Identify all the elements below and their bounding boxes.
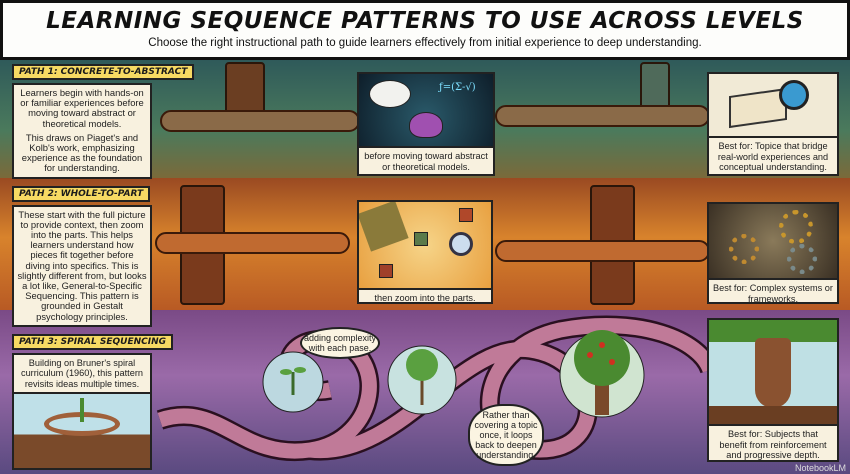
path-2-best-for-card: Best for: Complex systems or frameworks. <box>707 202 839 304</box>
path-1-paragraph: This draws on Piaget's and Kolb's work, … <box>21 131 143 174</box>
tree-canopy <box>709 320 837 342</box>
path-1-paragraph: Learners begin with hands-on or familiar… <box>20 87 144 129</box>
path-1-best-for: Best for: Topice that bridge real-world … <box>709 136 837 174</box>
path-1-description: Learners begin with hands-on or familiar… <box>12 83 152 179</box>
puzzle-illustration <box>359 202 491 288</box>
puzzle-picture-icon <box>359 202 409 252</box>
path-2-description: These start with the full picture to pro… <box>12 204 152 327</box>
path-descriptions-column: PATH 1: CONCRETE-TO-ABSTRACT Learners be… <box>12 64 195 470</box>
log-path-2 <box>495 240 710 262</box>
speech-bubble: Rather than covering a topic once, it lo… <box>468 404 544 466</box>
fruit-tree-icon <box>574 330 630 386</box>
path-3-paragraph: Building on Bruner's spiral curriculum (… <box>14 354 150 395</box>
gears-illustration <box>709 204 837 278</box>
tree-trunk-icon <box>755 338 791 408</box>
header: LEARNING SEQUENCE PATTERNS TO USE ACROSS… <box>0 0 850 60</box>
watermark: NotebookLM <box>794 463 846 473</box>
magnifier-globe-icon <box>779 80 809 110</box>
gear-icon <box>729 234 759 264</box>
path-1-best-for-card: Best for: Topice that bridge real-world … <box>707 72 839 176</box>
spiral-path-illustration <box>156 315 710 462</box>
sprout-icon <box>80 398 84 423</box>
brain-formula-illustration: ƒ=(Σ-√) <box>359 74 493 146</box>
path-1-center-caption: before moving toward abstract or theoret… <box>359 146 493 174</box>
gear-icon <box>779 210 813 244</box>
puzzle-piece-icon <box>414 232 428 246</box>
page-subtitle: Choose the right instructional path to g… <box>148 37 702 49</box>
path-2-center-caption: then zoom into the parts. <box>359 288 491 302</box>
path-1-center-panel: ƒ=(Σ-√) before moving toward abstract or… <box>357 72 495 176</box>
formula-icon: ƒ=(Σ-√) <box>439 82 476 93</box>
young-tree-icon <box>406 349 438 381</box>
brain-icon <box>409 112 443 138</box>
path-1-label: PATH 1: CONCRETE-TO-ABSTRACT <box>12 64 195 80</box>
path-3-label: PATH 3: SPIRAL SEQUENCING <box>12 333 174 350</box>
path-2-label: PATH 2: WHOLE-TO-PART <box>12 185 151 202</box>
book-globe-illustration <box>709 74 837 136</box>
path-3-description: Building on Bruner's spiral curriculum (… <box>12 352 152 470</box>
spiral-sprout-illustration <box>14 394 150 468</box>
page-title: LEARNING SEQUENCE PATTERNS TO USE ACROSS… <box>46 8 804 34</box>
path-2-center-panel: then zoom into the parts. <box>357 200 493 304</box>
puzzle-piece-icon <box>459 208 473 222</box>
magnifying-glass-icon <box>449 232 473 256</box>
path-2-paragraph: These start with the full picture to pro… <box>17 208 147 322</box>
gear-icon <box>787 244 817 274</box>
path-2-best-for: Best for: Complex systems or frameworks. <box>709 278 837 302</box>
speech-bubble: adding complexity with each pase. <box>300 327 380 359</box>
thought-bubble-icon <box>369 80 411 108</box>
arrow-log-path-2 <box>155 232 350 254</box>
log-path-1 <box>160 110 360 132</box>
roots <box>709 406 837 424</box>
mature-tree-illustration <box>709 320 837 424</box>
path-3-best-for: Best for: Subjects that benefit from rei… <box>709 424 837 460</box>
puzzle-piece-icon <box>379 264 393 278</box>
log-path-1 <box>495 105 710 127</box>
path-3-best-for-card: Best for: Subjects that benefit from rei… <box>707 318 839 462</box>
